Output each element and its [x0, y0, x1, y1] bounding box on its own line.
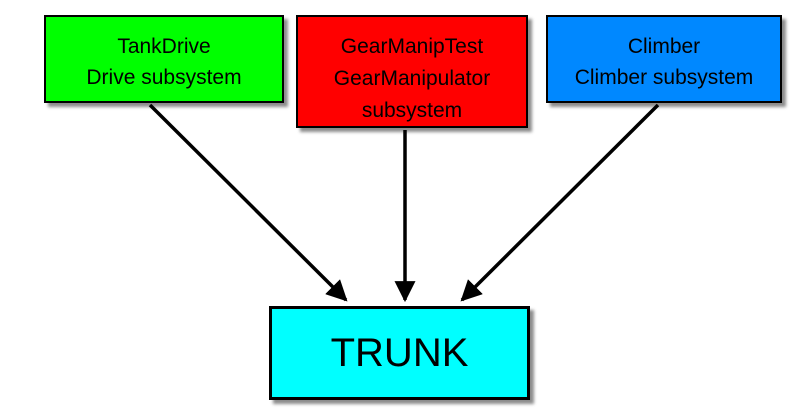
- tankdrive-node: TankDrive Drive subsystem: [44, 15, 284, 103]
- tankdrive-title: TankDrive: [117, 35, 211, 58]
- climber-node: Climber Climber subsystem: [546, 15, 782, 103]
- climber-title: Climber: [627, 35, 701, 58]
- tankdrive-subtitle: Drive subsystem: [86, 66, 242, 89]
- arrow-climber-to-trunk: [460, 103, 660, 302]
- gearmanip-subtitle-line1: GearManipulator: [333, 67, 491, 90]
- gearmanip-node: GearManipTest GearManipulator subsystem: [296, 15, 528, 128]
- climber-subtitle: Climber subsystem: [574, 66, 754, 89]
- trunk-label: TRUNK: [330, 331, 469, 375]
- gearmanip-subtitle-line2: subsystem: [361, 99, 463, 122]
- gearmanip-title: GearManipTest: [340, 35, 484, 58]
- arrow-tankdrive-to-trunk: [148, 103, 348, 302]
- trunk-node: TRUNK: [269, 306, 530, 400]
